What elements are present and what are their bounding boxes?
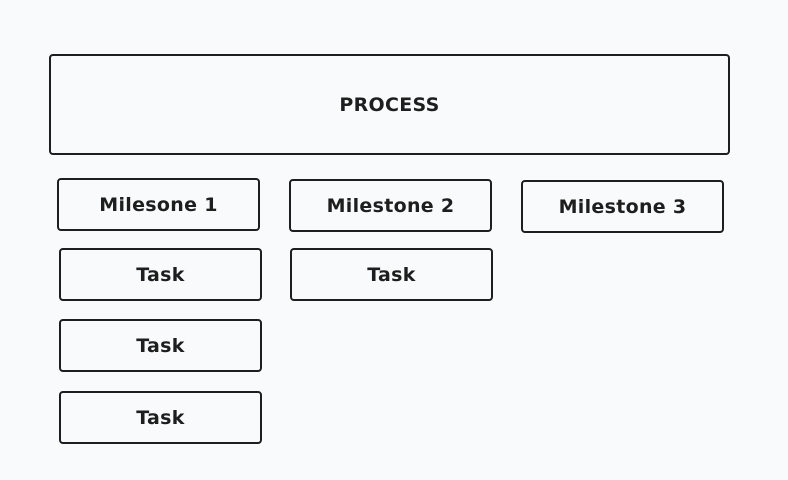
milestone-3-box[interactable]: Milestone 3 — [521, 180, 724, 233]
task-label: Task — [136, 406, 185, 429]
task-label: Task — [367, 263, 416, 286]
milestone-1-label: Milesone 1 — [99, 193, 218, 216]
task-box[interactable]: Task — [59, 319, 262, 372]
milestone-3-label: Milestone 3 — [558, 195, 687, 218]
task-label: Task — [136, 334, 185, 357]
process-box[interactable]: PROCESS — [49, 54, 730, 155]
milestone-2-label: Milestone 2 — [326, 194, 455, 217]
milestone-1-box[interactable]: Milesone 1 — [57, 178, 260, 231]
task-box[interactable]: Task — [59, 391, 262, 444]
task-box[interactable]: Task — [290, 248, 493, 301]
task-label: Task — [136, 263, 185, 286]
process-label: PROCESS — [339, 93, 440, 116]
task-box[interactable]: Task — [59, 248, 262, 301]
milestone-2-box[interactable]: Milestone 2 — [289, 179, 492, 232]
